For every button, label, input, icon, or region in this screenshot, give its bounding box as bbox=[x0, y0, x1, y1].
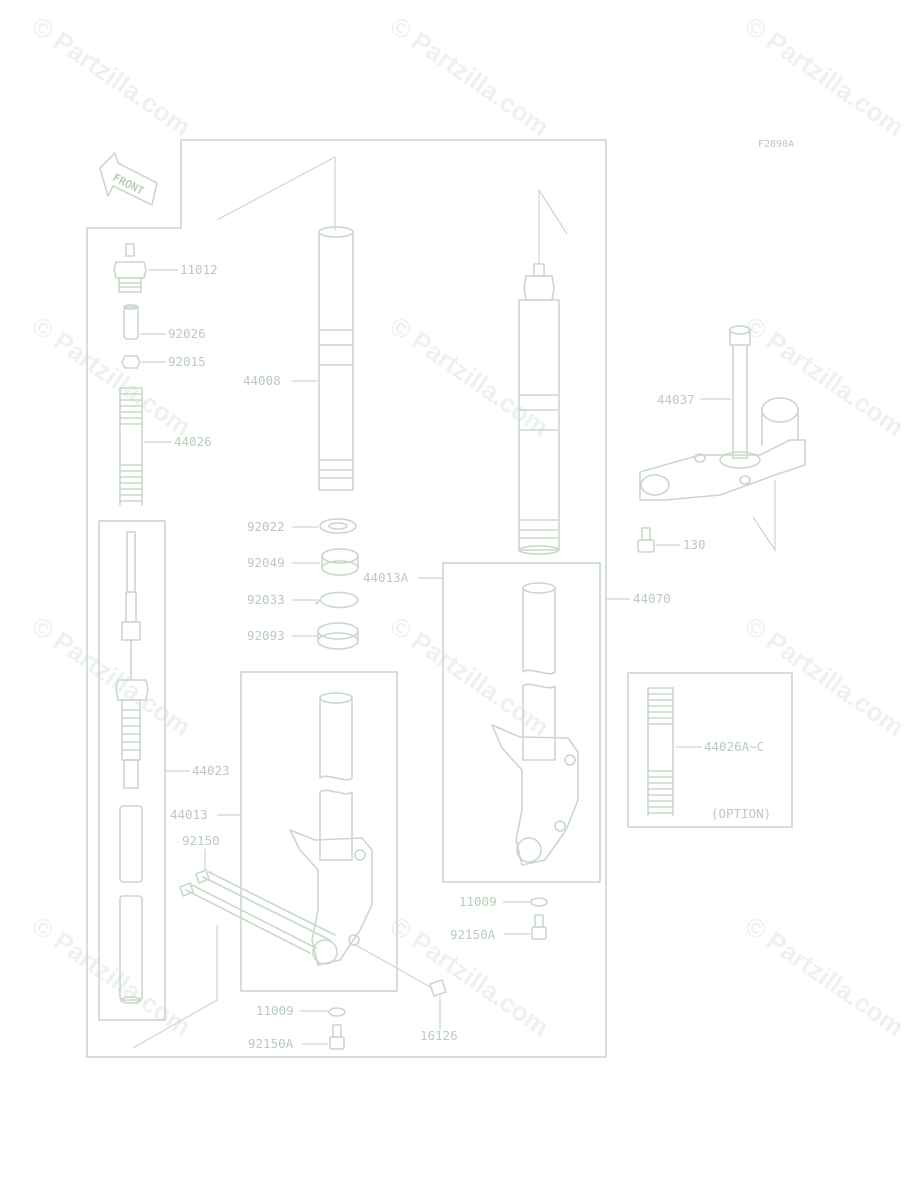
part-label-130: 130 bbox=[683, 537, 706, 552]
watermark: © Partzilla.com bbox=[740, 10, 910, 142]
fork-assembly-box bbox=[442, 562, 601, 883]
option-spring-box bbox=[627, 672, 793, 828]
socket-bolt bbox=[329, 1024, 345, 1050]
gasket-washer bbox=[530, 897, 548, 907]
part-label-92049: 92049 bbox=[247, 555, 285, 570]
watermark: © Partzilla.com bbox=[385, 610, 555, 742]
damper-rod-cartridge bbox=[115, 531, 149, 1004]
complete-fork-leg bbox=[518, 263, 560, 555]
part-label-44023: 44023 bbox=[192, 763, 230, 778]
cartridge-box bbox=[98, 520, 166, 1021]
part-label-44013: 44013 bbox=[170, 807, 208, 822]
assembly-outline bbox=[86, 139, 607, 1058]
oil-seal-washer bbox=[319, 518, 357, 534]
part-label-92022: 92022 bbox=[247, 519, 285, 534]
part-label-44026A-C: 44026A~C bbox=[704, 739, 764, 754]
drain-plug bbox=[353, 943, 447, 997]
dust-seal bbox=[317, 622, 359, 650]
part-label-16126: 16126 bbox=[420, 1028, 458, 1043]
spacer-collar bbox=[123, 304, 139, 340]
watermark: © Partzilla.com bbox=[740, 910, 910, 1042]
part-label-92150: 92150 bbox=[182, 833, 220, 848]
retaining-clip bbox=[315, 591, 359, 609]
watermark: © Partzilla.com bbox=[27, 10, 197, 142]
part-label-44026: 44026 bbox=[174, 434, 212, 449]
figure-code: F2890A bbox=[758, 139, 794, 150]
watermark: © Partzilla.com bbox=[385, 10, 555, 142]
watermark: © Partzilla.com bbox=[385, 310, 555, 442]
part-label-92150A-right: 92150A bbox=[450, 927, 496, 942]
part-label-11012: 11012 bbox=[180, 262, 218, 277]
part-label-44037: 44037 bbox=[657, 392, 695, 407]
front-arrow-icon: FRONT bbox=[99, 152, 158, 206]
oil-seal bbox=[321, 548, 359, 576]
fork-cap-bolt bbox=[113, 243, 147, 293]
outer-fork-tube bbox=[289, 692, 373, 966]
watermark: © Partzilla.com bbox=[740, 610, 910, 742]
clamp-bolt bbox=[637, 527, 655, 553]
outer-tube-box bbox=[240, 671, 398, 992]
part-label-11009-lower: 11009 bbox=[256, 1003, 294, 1018]
part-label-44013A: 44013A bbox=[363, 570, 409, 585]
watermark: © Partzilla.com bbox=[740, 310, 910, 442]
part-label-92033: 92033 bbox=[247, 592, 285, 607]
part-label-44070: 44070 bbox=[633, 591, 671, 606]
part-label-92150A-lower: 92150A bbox=[248, 1036, 294, 1051]
part-label-11009-right: 11009 bbox=[459, 894, 497, 909]
axle-clamp-bolts bbox=[179, 869, 336, 954]
steering-stem-clamp bbox=[639, 325, 806, 501]
lock-nut bbox=[121, 355, 141, 369]
part-label-92015: 92015 bbox=[168, 354, 206, 369]
gasket-washer bbox=[328, 1007, 346, 1017]
outer-fork-tube-alt bbox=[491, 582, 579, 866]
socket-bolt bbox=[531, 914, 547, 940]
watermark: © Partzilla.com bbox=[27, 910, 197, 1042]
option-label: (OPTION) bbox=[711, 806, 771, 821]
optional-fork-spring bbox=[647, 687, 674, 816]
watermark: © Partzilla.com bbox=[27, 610, 197, 742]
part-label-44008: 44008 bbox=[243, 373, 281, 388]
part-label-92026: 92026 bbox=[168, 326, 206, 341]
inner-fork-tube bbox=[318, 226, 354, 491]
fork-spring bbox=[119, 387, 143, 506]
watermark-layer: © Partzilla.com © Partzilla.com © Partzi… bbox=[27, 10, 910, 1042]
part-label-92093: 92093 bbox=[247, 628, 285, 643]
